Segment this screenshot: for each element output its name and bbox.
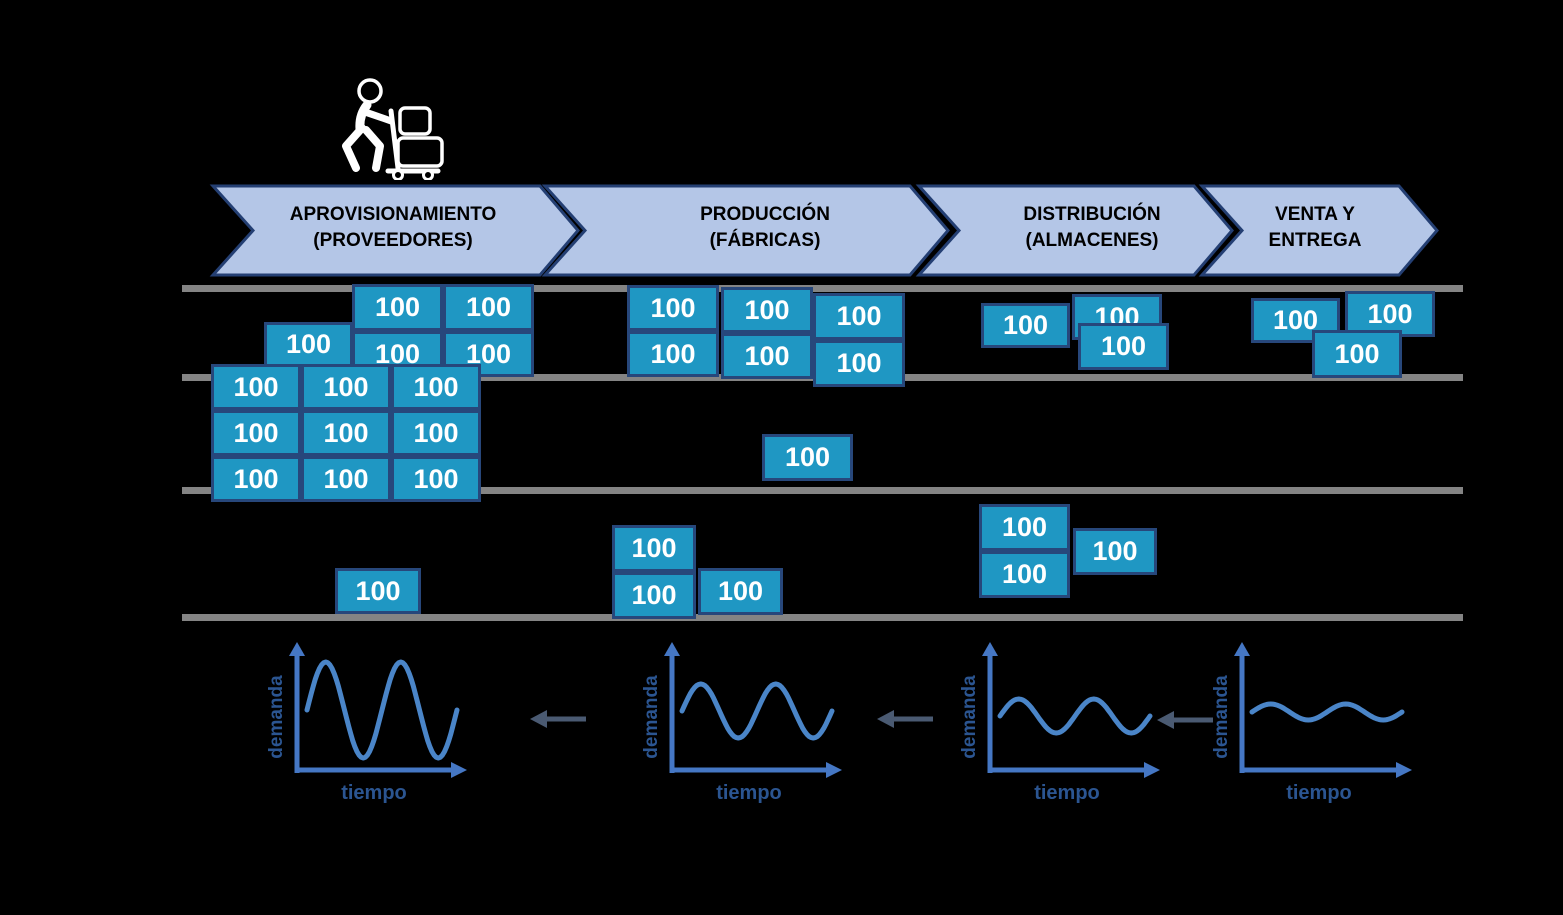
inventory-box: 100 [301,410,391,456]
inventory-box: 100 [721,333,813,379]
stage-label-line1: APROVISIONAMIENTO [289,204,497,225]
chevron-stage-distribucion [915,184,1234,277]
worker-pushing-hand-truck-icon [342,78,444,180]
chevron-stage-produccion [541,184,950,277]
lane-line [182,614,1463,621]
stage-label-line1: VENTA Y [1275,204,1355,225]
inventory-box: 100 [612,572,696,619]
stage-label-aprovisionamiento: APROVISIONAMIENTO (PROVEEDORES) [233,202,553,253]
demand-curve-chart [289,642,467,778]
inventory-box: 100 [391,410,481,456]
inventory-box: 100 [627,331,719,377]
chevron-stage-venta [1198,184,1439,277]
stage-label-line2: ENTREGA [1268,229,1362,251]
time-axis-label: tiempo [341,782,407,804]
inventory-box: 100 [1078,323,1169,370]
inventory-box: 100 [981,303,1070,348]
time-axis-label: tiempo [1286,782,1352,804]
inventory-box: 100 [627,285,719,331]
flow-arrow-left-icon [877,710,933,728]
demand-curve-chart [982,642,1160,778]
inventory-box: 100 [391,364,481,410]
flow-arrow-left-icon [530,710,586,728]
inventory-box: 100 [813,340,905,387]
inventory-box: 100 [721,287,813,333]
demand-curve-chart [664,642,842,778]
inventory-box: 100 [762,434,853,481]
stage-label-venta: VENTA Y ENTREGA [1155,202,1475,253]
lane-line [182,285,1463,292]
time-axis-label: tiempo [716,782,782,804]
inventory-box: 100 [391,456,481,502]
stage-chevrons [209,184,1439,277]
inventory-box: 100 [352,284,443,331]
stage-label-line2: (ALMACENES) [1025,229,1159,251]
inventory-box: 100 [698,568,783,615]
inventory-box: 100 [301,364,391,410]
inventory-box: 100 [979,551,1070,598]
stage-label-distribucion: DISTRIBUCIÓN (ALMACENES) [932,202,1252,253]
inventory-box: 100 [211,456,301,502]
stage-label-produccion: PRODUCCIÓN (FÁBRICAS) [605,202,925,253]
inventory-box: 100 [335,568,421,614]
inventory-box: 100 [612,525,696,572]
inventory-box: 100 [979,504,1070,551]
lane-line [182,487,1463,494]
stage-label-line1: DISTRIBUCIÓN [1023,204,1161,225]
demand-curve-chart [1234,642,1412,778]
chevron-stage-aprovisionamiento [209,184,580,277]
inventory-box: 100 [211,410,301,456]
stage-label-line1: PRODUCCIÓN [700,204,830,225]
inventory-box: 100 [443,284,534,331]
inventory-box: 100 [1251,298,1340,343]
time-axis-label: tiempo [1034,782,1100,804]
stage-label-line2: (FÁBRICAS) [709,229,821,251]
inventory-box: 100 [264,322,353,367]
stage-label-line2: (PROVEEDORES) [313,229,473,251]
inventory-box: 100 [1312,330,1402,378]
inventory-box: 100 [443,331,534,377]
inventory-box: 100 [211,364,301,410]
inventory-box: 100 [301,456,391,502]
flow-arrow-left-icon [1157,711,1213,729]
inventory-box: 100 [813,293,905,340]
inventory-box: 100 [1073,528,1157,575]
